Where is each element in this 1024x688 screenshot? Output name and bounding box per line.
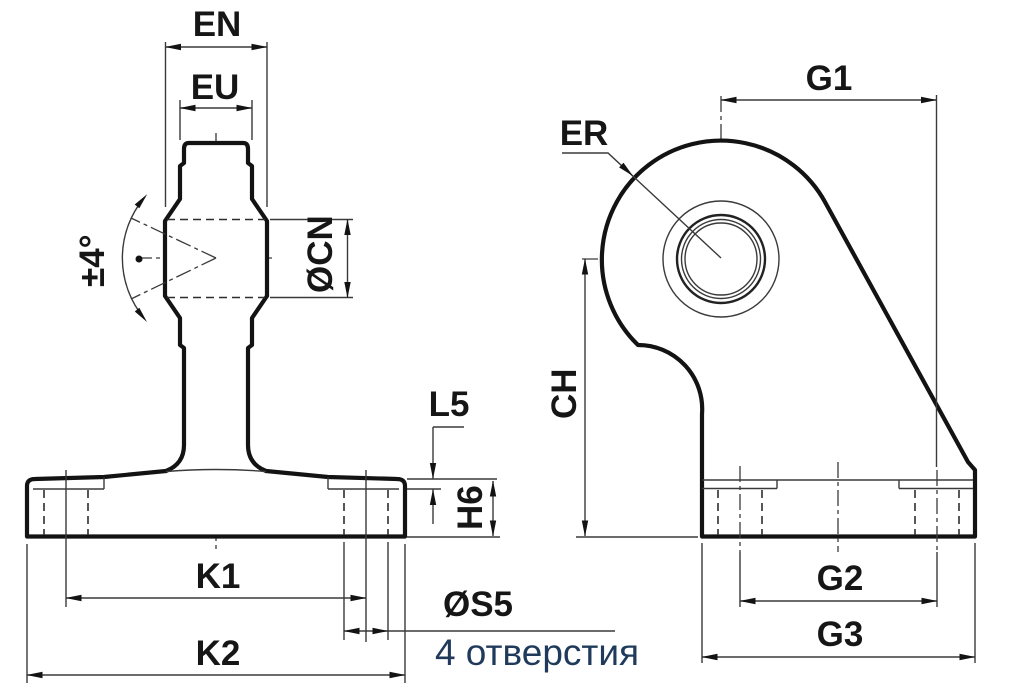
os5-extension-lines — [343, 542, 389, 640]
label-os5: ØS5 — [443, 585, 513, 624]
k2-extension-lines — [26, 544, 406, 683]
front-right-hole-hidden — [343, 490, 389, 535]
eye-boss-circle — [662, 200, 780, 318]
label-eu: EU — [191, 68, 240, 107]
k1-extension-lines — [65, 470, 367, 642]
label-en: EN — [193, 5, 242, 44]
eye-outer-ring-circle — [675, 213, 767, 305]
label-ocn: ØCN — [301, 215, 340, 293]
label-k2: K2 — [196, 634, 241, 673]
label-g3: G3 — [817, 615, 864, 654]
swivel-arc-arrow-top — [134, 194, 148, 209]
dimension-labels: EN EU ±4° ØCN L5 H6 K1 K2 ØS5 4 отверсти… — [73, 5, 863, 673]
label-h6: H6 — [451, 485, 490, 530]
swivel-arc-arrow-bottom — [134, 307, 147, 322]
front-outline — [24, 140, 408, 539]
side-view — [582, 96, 978, 552]
label-g2: G2 — [817, 559, 864, 598]
dimension-lines — [26, 42, 976, 683]
front-bore-hidden-lines — [167, 218, 265, 299]
swivel-angle-lines — [130, 217, 217, 300]
front-flange-top-surface-line — [165, 468, 267, 473]
swivel-center-dot — [135, 255, 143, 263]
er-leader-line — [562, 152, 722, 259]
label-ch: CH — [545, 368, 584, 419]
ocn-extension-lines — [270, 218, 353, 299]
front-right-recess — [327, 477, 399, 490]
label-k1: K1 — [196, 557, 241, 596]
side-left-hole-hidden — [717, 490, 763, 535]
side-right-recess — [898, 480, 973, 490]
label-g1: G1 — [806, 59, 853, 98]
label-holes-note: 4 отверстия — [435, 632, 639, 673]
label-swivel-angle: ±4° — [73, 234, 112, 287]
eye-bore-circle — [684, 222, 758, 296]
front-left-recess — [33, 477, 105, 490]
label-l5: L5 — [429, 385, 470, 424]
front-left-hole-hidden — [43, 490, 89, 535]
g3-extension-lines — [701, 543, 976, 663]
side-outline — [599, 138, 978, 539]
side-right-hole-hidden — [914, 490, 960, 535]
en-extension-lines — [164, 42, 268, 207]
er-leader-arrow — [619, 162, 633, 176]
swivel-angle-arc — [121, 197, 145, 319]
front-view — [24, 133, 408, 550]
label-er: ER — [560, 114, 609, 153]
eye-inner-ring-circle — [680, 218, 762, 300]
